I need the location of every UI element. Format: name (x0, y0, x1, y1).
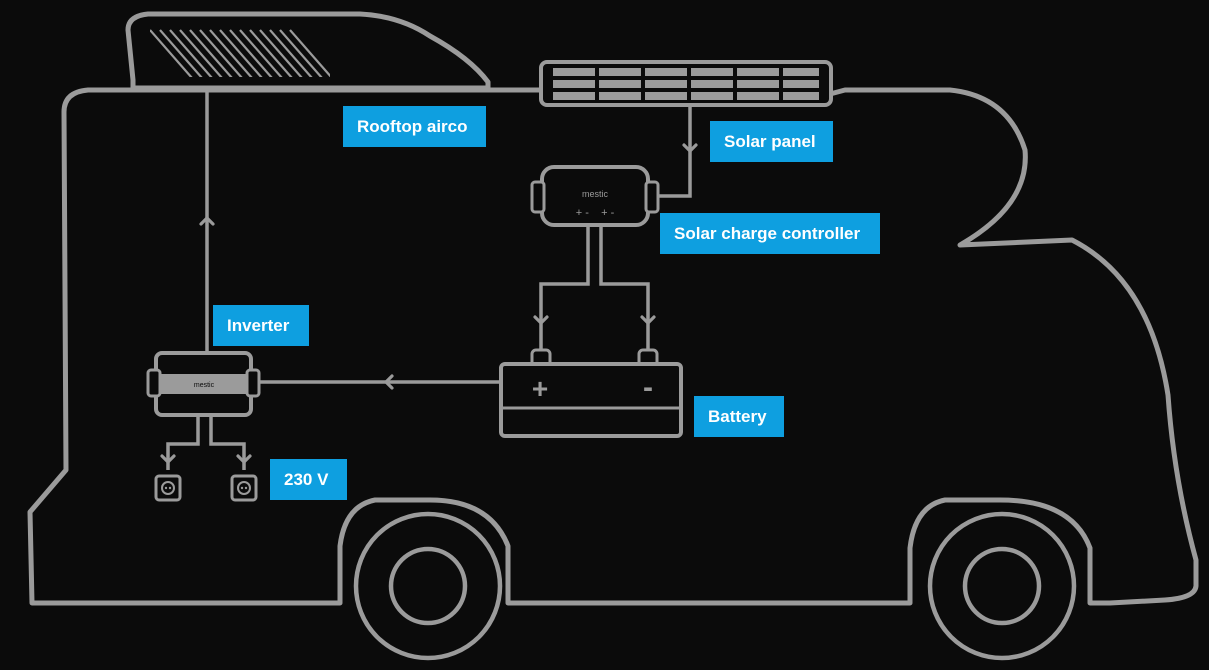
battery-negative-sign: - (643, 371, 653, 404)
battery-positive-sign: + (532, 373, 548, 404)
front-wheel-tire (927, 511, 1077, 661)
arrow-down-icon (533, 315, 549, 325)
inverter-brand-text: mestic (194, 382, 215, 389)
camper-body-outline (27, 87, 1199, 606)
outlet-left-icon (154, 474, 182, 502)
battery-device: + - (499, 348, 683, 438)
label-battery: Battery (694, 396, 784, 437)
wheels (353, 511, 1077, 661)
arrow-left-icon (384, 374, 394, 390)
label-230v: 230 V (270, 459, 347, 500)
arrow-down-icon (236, 454, 252, 464)
front-wheel-hub (962, 546, 1042, 626)
rear-wheel-tire (353, 511, 503, 661)
rear-wheel-hub (388, 546, 468, 626)
label-inverter: Inverter (213, 305, 309, 346)
airco-vent-icon (150, 29, 330, 77)
arrow-up-icon (199, 216, 215, 226)
arrow-down-icon (640, 315, 656, 325)
solar-panel-icon (539, 60, 833, 107)
outlet-right-icon (230, 474, 258, 502)
rooftop-airco-unit (125, 11, 491, 91)
label-solar-panel: Solar panel (710, 121, 833, 162)
solar-charge-controller-device: mestic + - + - (530, 165, 660, 227)
flow-arrows (160, 143, 698, 464)
arrow-down-icon (682, 143, 698, 153)
controller-terminals-text: + - + - (576, 207, 615, 219)
arrow-down-icon (160, 454, 176, 464)
label-rooftop-airco: Rooftop airco (343, 106, 486, 147)
wiring (166, 90, 692, 470)
controller-brand-text: mestic (582, 189, 609, 199)
label-solar-charge-controller: Solar charge controller (660, 213, 880, 254)
inverter-device: mestic (146, 351, 261, 417)
